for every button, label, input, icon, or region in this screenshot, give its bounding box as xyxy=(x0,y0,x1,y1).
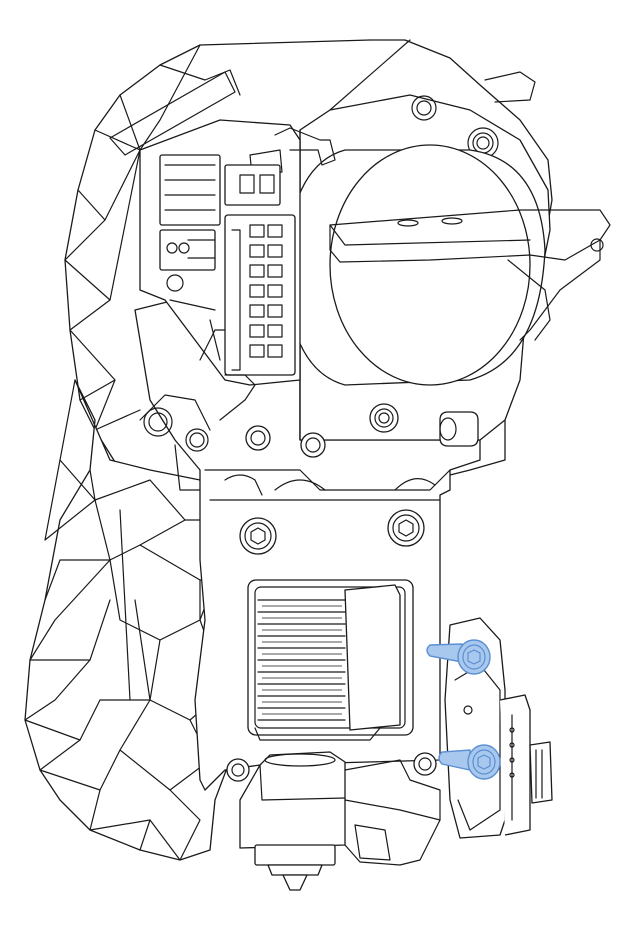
housing-bolts xyxy=(245,403,479,458)
heatsink-fins xyxy=(257,599,346,721)
highlighted-screw-lower xyxy=(438,744,501,780)
cylinder xyxy=(284,144,611,386)
connector-board xyxy=(139,119,336,421)
highlighted-screw-upper xyxy=(426,639,491,675)
plate-hex-bolts xyxy=(239,509,425,555)
connector-pins xyxy=(249,224,283,358)
hotend xyxy=(226,751,441,891)
side-bracket xyxy=(444,617,553,839)
heatsink xyxy=(247,579,414,741)
lower-left-faceted-body xyxy=(24,379,241,861)
